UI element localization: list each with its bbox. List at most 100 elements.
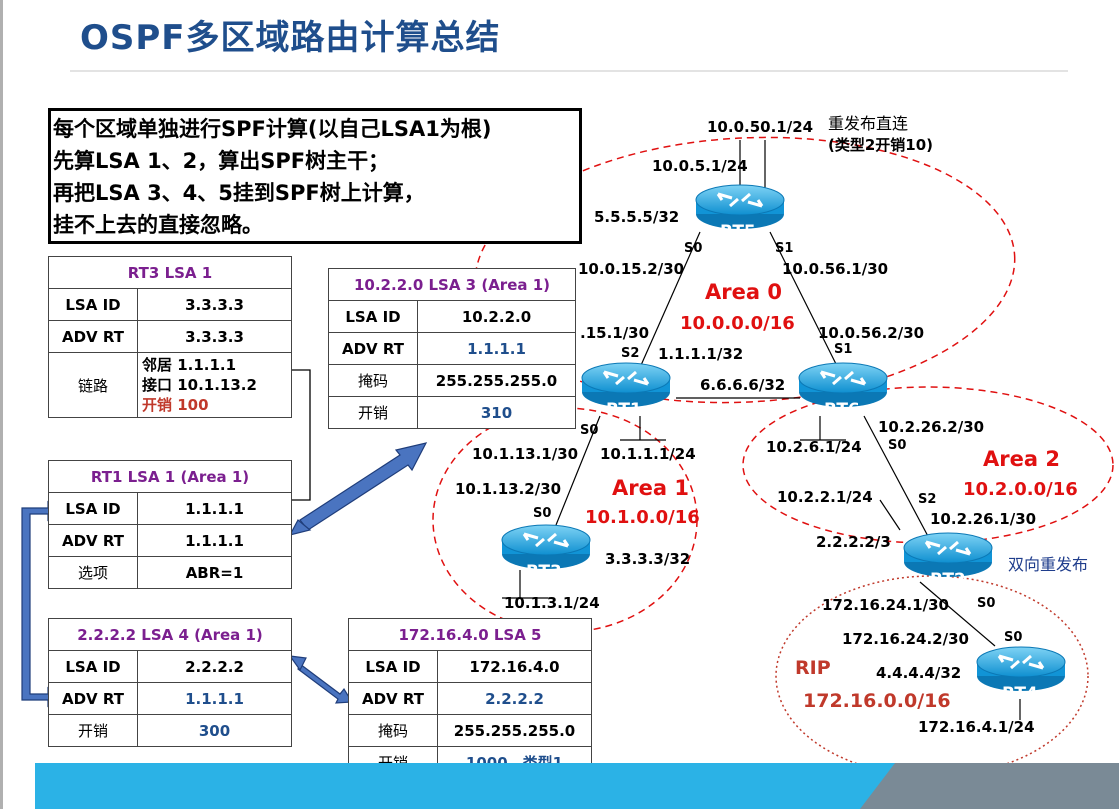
label-6666: 6.6.6.6/32 <box>700 376 786 394</box>
field-value: 3.3.3.3 <box>137 288 292 321</box>
summary-box: 每个区域单独进行SPF计算(以自己LSA1为根) 先算LSA 1、2，算出SPF… <box>48 108 582 244</box>
label-172-16-24-1: 172.16.24.1/30 <box>822 596 949 614</box>
field-name: LSA ID <box>348 650 438 683</box>
field-value: 1.1.1.1 <box>137 492 292 525</box>
rip-name: RIP <box>795 657 831 679</box>
summary-line: 再把LSA 3、4、5挂到SPF树上计算， <box>53 181 425 205</box>
summary-line: 每个区域单独进行SPF计算(以自己LSA1为根) <box>53 117 492 141</box>
left-edge-bar <box>0 0 3 809</box>
table-header: 172.16.4.0 LSA 5 <box>348 618 592 651</box>
table-header: 10.2.2.0 LSA 3 (Area 1) <box>328 268 576 301</box>
label-rt1-s2: S2 <box>621 346 640 361</box>
field-name: LSA ID <box>48 650 138 683</box>
field-name: 链路 <box>48 352 138 418</box>
area2-boundary <box>742 386 1114 544</box>
area2-name: Area 2 <box>983 447 1060 471</box>
label-10-2-26-2: 10.2.26.2/30 <box>878 418 985 436</box>
field-value: 255.255.255.0 <box>417 364 576 397</box>
label-redist-type: (类型2开销10) <box>828 136 934 154</box>
field-name: 掩码 <box>328 364 418 397</box>
field-name: 掩码 <box>348 714 438 747</box>
field-value: 1.1.1.1 <box>417 332 576 365</box>
link-interface: 接口 10.1.13.2 <box>142 376 257 394</box>
summary-line: 挂不上去的直接忽略。 <box>53 213 263 237</box>
area1-name: Area 1 <box>612 476 689 500</box>
link-details: 邻居 1.1.1.1 接口 10.1.13.2 开销 100 <box>137 352 292 418</box>
rip-network: 172.16.0.0/16 <box>803 690 951 712</box>
label-rt6-s1: S1 <box>834 342 853 357</box>
label-10-1-13-2: 10.1.13.2/30 <box>455 480 562 498</box>
label-10-1-13-1: 10.1.13.1/30 <box>472 445 579 463</box>
summary-line: 先算LSA 1、2，算出SPF树主干； <box>53 149 390 173</box>
table-header: 2.2.2.2 LSA 4 (Area 1) <box>48 618 292 651</box>
field-name: ADV RT <box>48 524 138 557</box>
label-rt6-s0: S0 <box>888 438 907 453</box>
field-value: 310 <box>417 396 576 429</box>
area1-boundary <box>432 407 698 633</box>
label-rt1-s0: S0 <box>580 423 599 438</box>
area0-name: Area 0 <box>705 280 782 304</box>
page-title: OSPF多区域路由计算总结 <box>80 18 501 58</box>
field-value: 255.255.255.0 <box>437 714 592 747</box>
field-name: LSA ID <box>48 492 138 525</box>
title-divider <box>70 70 1068 72</box>
field-value: 2.2.2.2 <box>437 682 592 715</box>
label-5555: 5.5.5.5/32 <box>594 208 680 226</box>
router-rt6-label: RT6 <box>824 400 860 420</box>
field-name: ADV RT <box>348 682 438 715</box>
label-10-0-56-1: 10.0.56.1/30 <box>782 260 889 278</box>
area0-network: 10.0.0.0/16 <box>680 313 795 334</box>
label-mutual-redistribution: 双向重发布 <box>1008 555 1089 574</box>
label-rt2-s2: S2 <box>918 492 937 507</box>
link-cost: 开销 100 <box>142 396 209 414</box>
label-10-0-15-2: 10.0.15.2/30 <box>578 260 685 278</box>
field-value: 300 <box>137 714 292 747</box>
label-redist-direct: 重发布直连 <box>828 114 909 133</box>
field-name: ADV RT <box>48 682 138 715</box>
label-10-0-56-2: 10.0.56.2/30 <box>818 324 925 342</box>
label-rt3-s0: S0 <box>533 506 552 521</box>
field-value: 2.2.2.2 <box>137 650 292 683</box>
label-10-0-5-1: 10.0.5.1/24 <box>652 157 748 175</box>
label-172-16-24-2: 172.16.24.2/30 <box>842 630 969 648</box>
label-172-16-4-1: 172.16.4.1/24 <box>918 718 1035 736</box>
label-10-1-1-1: 10.1.1.1/24 <box>600 445 696 463</box>
router-rt5-label: RT5 <box>720 222 756 242</box>
table-header: RT3 LSA 1 <box>48 256 292 289</box>
label-3333: 3.3.3.3/32 <box>605 550 691 568</box>
label-2222: 2.2.2.2/3 <box>816 533 891 551</box>
label-rt5-s1: S1 <box>775 241 794 256</box>
field-name: LSA ID <box>48 288 138 321</box>
link-neighbor: 邻居 1.1.1.1 <box>142 356 237 374</box>
label-10-2-6-1: 10.2.6.1/24 <box>766 438 862 456</box>
label-10-1-3-1: 10.1.3.1/24 <box>504 594 600 612</box>
field-value: 10.2.2.0 <box>417 300 576 333</box>
router-rt3-label: RT3 <box>526 562 562 582</box>
field-value: 172.16.4.0 <box>437 650 592 683</box>
label-4444: 4.4.4.4/32 <box>876 664 962 682</box>
field-value: 1.1.1.1 <box>137 524 292 557</box>
field-value: ABR=1 <box>137 556 292 589</box>
label-10-0-50-1: 10.0.50.1/24 <box>707 118 814 136</box>
field-name: 开销 <box>48 714 138 747</box>
label-15-1: .15.1/30 <box>580 324 650 342</box>
field-name: 开销 <box>328 396 418 429</box>
field-name: 选项 <box>48 556 138 589</box>
table-header: RT1 LSA 1 (Area 1) <box>48 460 292 493</box>
label-1111: 1.1.1.1/32 <box>658 345 744 363</box>
router-rt2-label: RT2 <box>930 570 966 590</box>
label-rt4-s0: S0 <box>1004 630 1023 645</box>
area2-network: 10.2.0.0/16 <box>963 479 1078 500</box>
footer-accent <box>860 763 1119 809</box>
rip-boundary <box>775 575 1089 777</box>
label-10-2-2-1: 10.2.2.1/24 <box>777 488 873 506</box>
label-rt2-s0: S0 <box>977 596 996 611</box>
label-10-2-26-1: 10.2.26.1/30 <box>930 510 1037 528</box>
area1-network: 10.1.0.0/16 <box>585 507 700 528</box>
field-name: LSA ID <box>328 300 418 333</box>
